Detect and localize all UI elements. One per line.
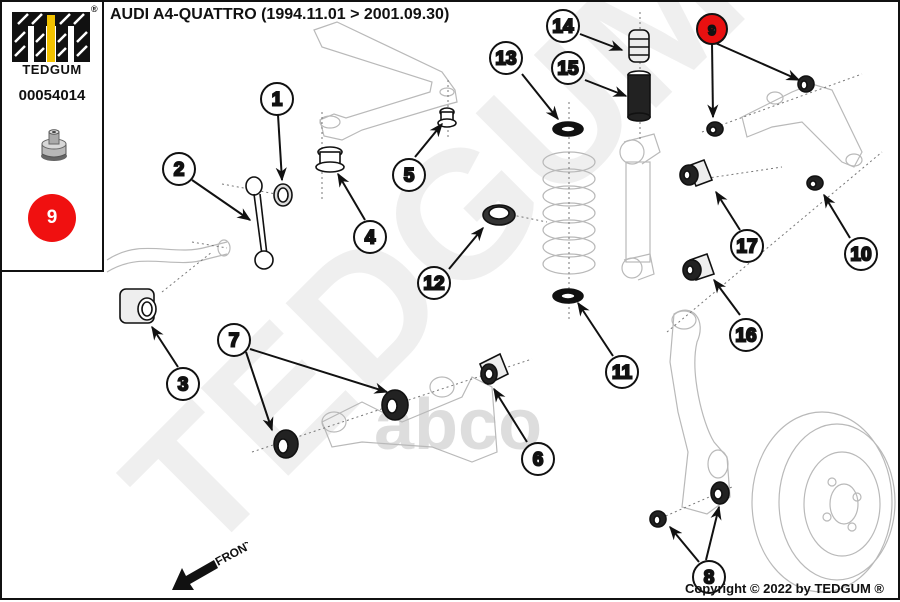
callout-16[interactable]: 16 [729,318,763,352]
part-info-panel: ® TEDGUM 00054014 9 [2,2,104,272]
part-11-washer [552,288,584,304]
vehicle-title: AUDI A4-QUATTRO (1994.11.01 > 2001.09.30… [110,6,450,23]
callouts: 1 2 3 4 5 6 7 8 9 10 11 12 13 14 15 16 1… [162,9,878,594]
suspension-linework [106,12,896,593]
svg-text:9: 9 [708,22,716,38]
part-4-bushing [315,146,345,173]
parts [119,29,824,528]
part-2-link [245,176,274,270]
svg-text:12: 12 [423,274,444,295]
part-3-bushing [119,288,157,324]
part-6-bushing [478,352,510,386]
callout-7[interactable]: 7 [217,323,251,357]
wheel [751,411,896,593]
svg-text:14: 14 [552,17,574,38]
callout-3[interactable]: 3 [166,367,200,401]
callout-14[interactable]: 14 [546,9,580,43]
arrow-down-left-icon [172,560,218,590]
svg-text:3: 3 [178,375,189,396]
part-16-bushing [682,252,716,282]
svg-text:2: 2 [174,160,185,181]
part-8-bushing-a [649,510,667,528]
callout-15[interactable]: 15 [551,51,585,85]
svg-text:15: 15 [557,59,579,80]
callout-10[interactable]: 10 [844,237,878,271]
svg-text:11: 11 [612,363,633,384]
callout-4[interactable]: 4 [353,220,387,254]
part-1-bushing [273,183,293,207]
callout-6[interactable]: 6 [521,442,555,476]
tedgum-logo [12,12,90,62]
svg-text:8: 8 [704,568,715,589]
svg-text:16: 16 [735,326,756,347]
svg-text:10: 10 [850,245,871,266]
part-12-bearing [482,204,516,226]
position-badge: 9 [28,194,76,242]
callout-11[interactable]: 11 [605,355,639,389]
part-8-bushing-b [710,481,730,505]
callout-2[interactable]: 2 [162,152,196,186]
part-13-washer [552,121,584,137]
bushing-icon[interactable] [38,126,70,162]
part-17-bushing [679,158,714,188]
front-label: FRONT [213,542,248,569]
part-7-bushing-a [381,389,409,421]
svg-text:13: 13 [495,49,516,70]
svg-text:4: 4 [365,228,376,249]
callout-5[interactable]: 5 [392,158,426,192]
svg-text:5: 5 [404,166,415,187]
part-15-dust-boot [627,70,651,122]
callout-17[interactable]: 17 [730,229,764,263]
callout-1[interactable]: 1 [260,82,294,116]
svg-text:7: 7 [229,331,240,352]
svg-text:6: 6 [533,450,544,471]
callout-13[interactable]: 13 [489,41,523,75]
brand-name: TEDGUM [22,62,82,77]
front-direction-indicator: FRONT [172,542,248,590]
part-10-bushing [806,175,824,191]
part-number: 00054014 [18,87,86,104]
registered-mark: ® [91,4,98,14]
copyright-notice: Copyright © 2022 by TEDGUM ® [684,581,884,596]
part-9-bushing-b [706,121,724,137]
svg-text:17: 17 [736,237,757,258]
leader-lines [151,33,851,563]
callout-9[interactable]: 9 [696,13,728,45]
callout-8[interactable]: 8 [692,560,726,594]
svg-text:1: 1 [272,90,283,111]
part-7-bushing-b [273,429,299,459]
callout-12[interactable]: 12 [417,266,451,300]
part-14-bump-stop [628,29,650,63]
part-9-bushing-a [797,75,815,93]
